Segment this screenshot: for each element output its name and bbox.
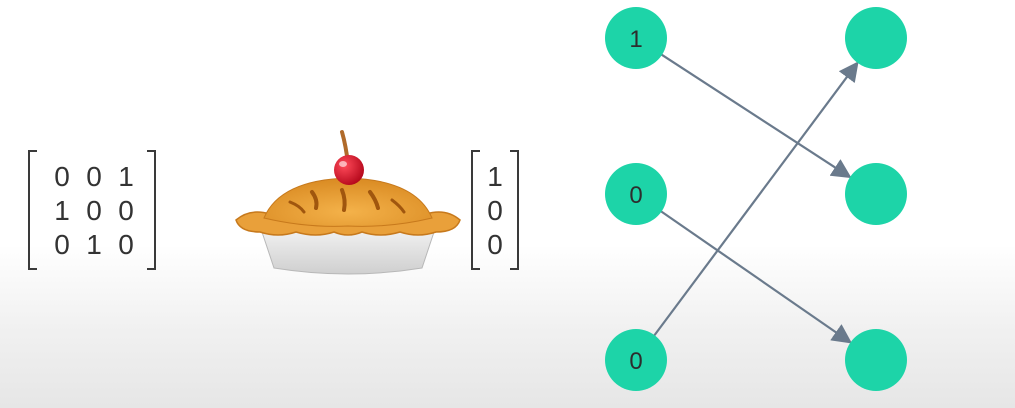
edge-arrow [659,209,853,344]
vector-left-bracket [471,150,480,270]
matrix-cell: 0 [118,195,134,226]
input-node-label: 0 [629,182,642,209]
matrix-right-bracket [147,150,156,270]
matrix-cell: 0 [86,161,102,192]
matrix-cell: 1 [118,161,134,192]
matrix-cell: 1 [54,195,70,226]
vector-cell: 1 [487,161,503,192]
edge-layer [652,52,859,344]
matrix-left-bracket [28,150,37,270]
vector-grid: 1 0 0 [481,160,509,262]
input-node [605,329,667,391]
vector-cell: 0 [487,229,503,260]
matrix-cell: 0 [54,161,70,192]
matrix-cell: 0 [118,229,134,260]
permutation-matrix: 0 0 1 1 0 0 0 1 0 [28,150,156,272]
node-layer: 1 0 0 [605,7,907,391]
input-node [605,7,667,69]
edge-arrow [659,52,852,179]
permutation-network: 1 0 0 [605,7,907,391]
edge-arrow [652,61,859,338]
matrix-cell: 0 [54,229,70,260]
cherry-pie-icon [235,130,461,275]
input-node-label: 1 [629,26,642,53]
matrix-cell: 0 [86,195,102,226]
vector-cell: 0 [487,195,503,226]
matrix-cell: 1 [86,229,102,260]
output-node [845,163,907,225]
output-node [845,329,907,391]
input-node-label: 0 [629,348,642,375]
matrix-grid: 0 0 1 1 0 0 0 1 0 [46,160,142,262]
input-vector: 1 0 0 [471,150,519,272]
input-node [605,163,667,225]
vector-right-bracket [510,150,519,270]
output-node [845,7,907,69]
